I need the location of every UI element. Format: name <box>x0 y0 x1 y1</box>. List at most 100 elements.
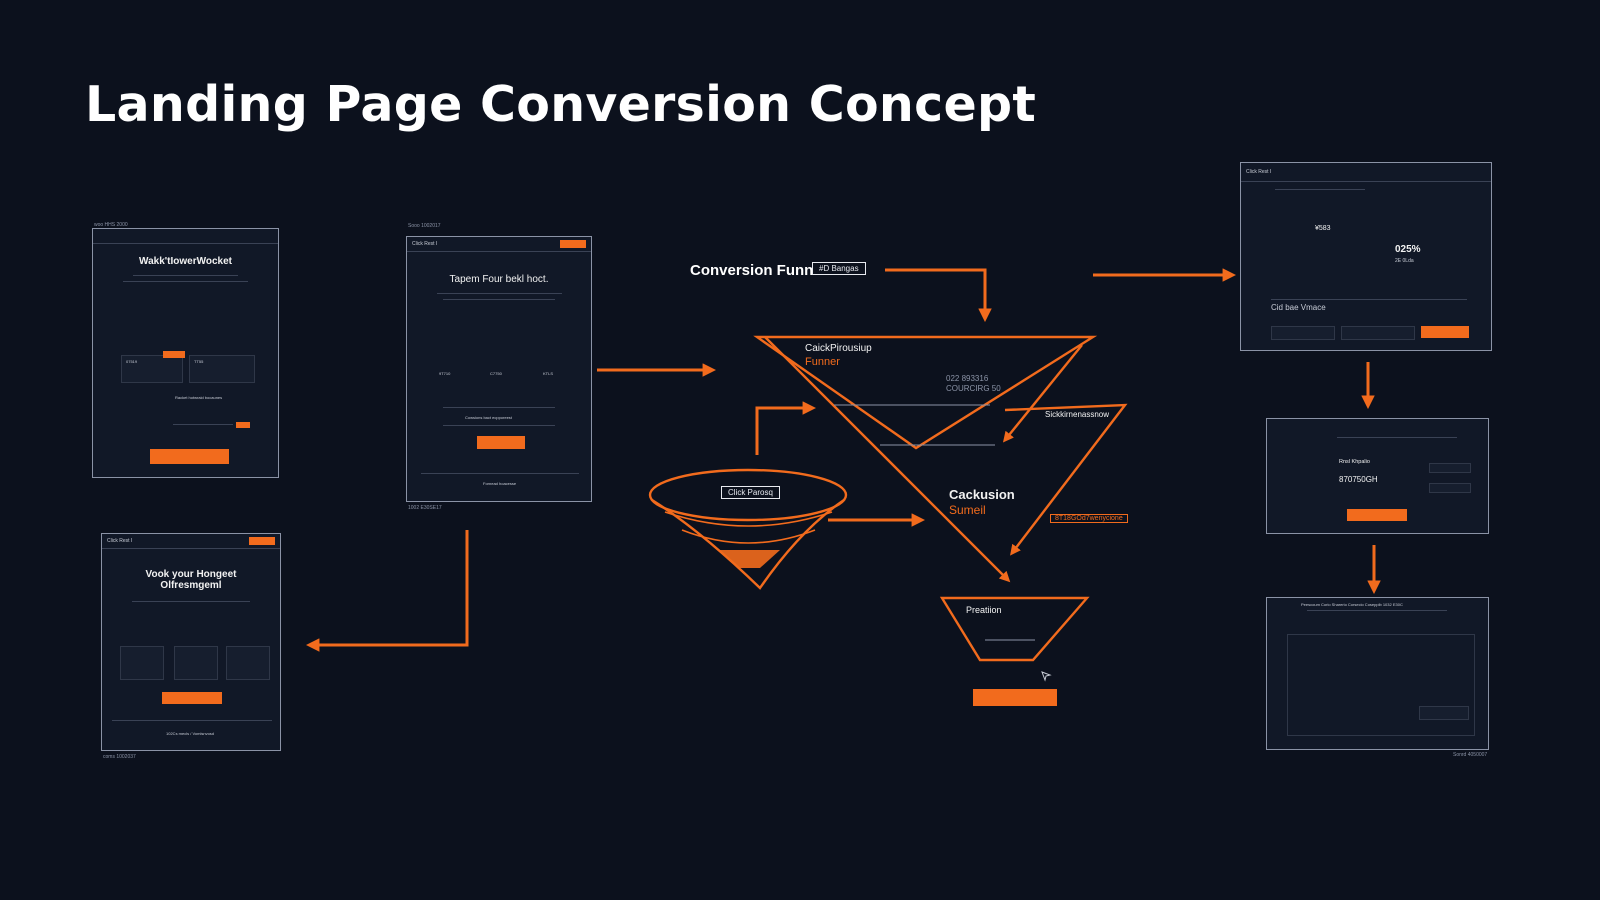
bowl-rim <box>648 468 848 522</box>
w6-graph-frame <box>1287 634 1475 736</box>
w1-tag: woo HHS 2000 <box>94 222 128 228</box>
w2-footer: Fornead hoacesse <box>483 481 517 486</box>
w3-brand: Click Rest I <box>107 538 133 544</box>
w1-badge <box>163 351 185 358</box>
w4-input-1[interactable] <box>1271 326 1335 340</box>
w2-brand: Click Rest I <box>412 241 438 247</box>
wireframe-checkout-step: Rnsl Khpalio 870750GH <box>1266 418 1489 534</box>
arrow-bowl-loop <box>755 401 817 455</box>
funnel-bottom-trapezoid <box>939 596 1090 662</box>
bowl-ring-2 <box>681 529 816 544</box>
funnel-stat-2: COURCIRG 50 <box>946 384 1001 393</box>
w2-nav-bar: Click Rest I <box>407 237 591 252</box>
w3-headline-1: Vook your Hongeet <box>145 569 237 580</box>
funnel-stat-1: 022 893316 <box>946 374 989 383</box>
wireframe-signup-page: Click Rest I Vook your Hongeet Olfresmge… <box>101 533 281 751</box>
w3-feature-card-1 <box>120 646 164 680</box>
w2-divider-bottom <box>443 425 555 426</box>
w5-field-1[interactable] <box>1429 463 1471 473</box>
w1-stat-card-a: 07519 <box>121 355 183 383</box>
w3-footer: 102Cs mecls / Vomlsnvosd <box>166 731 215 736</box>
wireframe-product-page: Wakk'tIowerWocket 07519 TT55 Racket hotw… <box>92 228 279 478</box>
w6-caption: Sonrd 4050007 <box>1453 752 1488 758</box>
w4-nav-bar: Click Rest I <box>1241 163 1491 182</box>
funnel-main-title-2: Funner <box>805 356 840 368</box>
arrow-to-signup-page <box>305 530 469 652</box>
funnel-top-triangle <box>753 335 1098 450</box>
w3-feature-card-2 <box>174 646 218 680</box>
w2-subline-1 <box>437 293 562 294</box>
w6-subline <box>1307 610 1447 611</box>
funnel-diagonal <box>764 336 1011 583</box>
w2-footer-line <box>421 473 579 474</box>
w6-legend-button[interactable] <box>1419 706 1469 720</box>
w5-subline <box>1337 437 1457 438</box>
w1-stat-b: TT55 <box>194 359 204 364</box>
w3-footer-line <box>112 720 272 721</box>
w2-headline: Tapem Four bekl hoct. <box>449 274 549 285</box>
flow-arrows <box>305 268 1381 652</box>
w2-divider-top <box>443 407 555 408</box>
funnel-label: Conversion Funnel <box>690 262 826 279</box>
w2-item-3: KTLS <box>543 371 554 376</box>
w1-headline: Wakk'tIowerWocket <box>139 256 232 267</box>
w4-stat-sub: 2E 0Lda <box>1395 258 1414 264</box>
w1-small-button[interactable] <box>236 422 250 428</box>
w1-nav-bar <box>93 229 278 244</box>
w3-headline-2: Olfresmgeml <box>160 580 222 591</box>
w6-heading: Peescoum Corio Sharerio Corsecio Coseppl… <box>1301 602 1403 607</box>
bowl-label[interactable]: Click Parosq <box>721 486 780 499</box>
w5-title: Rnsl Khpalio <box>1339 459 1370 465</box>
bowl-ring-1 <box>664 511 833 527</box>
w3-feature-card-3 <box>226 646 270 680</box>
funnel-mid-tag: 8T18GOd7wenycione <box>1050 514 1128 523</box>
w3-nav-bar: Click Rest I <box>102 534 280 549</box>
w5-cta-button[interactable] <box>1347 509 1407 521</box>
funnel-side-label: Sickkirnenassnow <box>1045 410 1110 419</box>
page-title: Landing Page Conversion Concept <box>85 76 1037 133</box>
w1-stat-a: 07519 <box>126 359 138 364</box>
w1-subline-2 <box>123 281 248 282</box>
w5-number: 870750GH <box>1339 475 1378 484</box>
w4-divider <box>1271 299 1467 300</box>
w2-cta-button[interactable] <box>477 436 525 449</box>
w2-bottom-caption: 1002 E30SE17 <box>408 505 442 511</box>
w2-subline-2 <box>443 299 555 300</box>
wireframe-features-page: Click Rest I Tapem Four bekl hoct. 9T710… <box>406 236 592 502</box>
funnel-mid-title-2: Sumeil <box>949 503 986 517</box>
w4-input-2[interactable] <box>1341 326 1415 340</box>
w3-subline <box>132 601 250 602</box>
w1-stat-card-b: TT55 <box>189 355 255 383</box>
funnel-cta-button[interactable] <box>973 689 1057 706</box>
arrow-into-funnel <box>885 268 992 323</box>
w1-subline-1 <box>133 275 238 276</box>
funnel-mid-title-1: Cackusion <box>949 487 1015 502</box>
w3-nav-button[interactable] <box>249 537 275 545</box>
bowl-funnel <box>648 468 848 590</box>
w4-label: Cid bae Vmace <box>1271 303 1326 312</box>
wireframe-analytics: Peescoum Corio Sharerio Corsecio Coseppl… <box>1266 597 1489 750</box>
w1-note: Racket hotwraid bocaunes <box>175 395 223 400</box>
w3-cta-button[interactable] <box>162 692 222 704</box>
bowl-fill <box>718 550 780 568</box>
funnel-inner-arrow <box>1002 344 1083 443</box>
w2-item-2: C7750 <box>490 371 502 376</box>
w4-brand: Click Rest I <box>1246 169 1272 175</box>
funnel-tag: #D Bangas <box>812 262 866 275</box>
w4-stat: 025% <box>1395 244 1421 255</box>
w3-caption: coms 1002037 <box>103 754 136 760</box>
w2-item-1: 9T710 <box>439 371 451 376</box>
funnel-side-wedge <box>1004 403 1128 556</box>
w5-field-2[interactable] <box>1429 483 1471 493</box>
w1-copy-line <box>173 424 233 425</box>
w4-price: ¥583 <box>1315 225 1331 232</box>
main-funnel <box>753 335 1128 662</box>
funnel-main-title-1: CaickPirousiup <box>805 343 872 354</box>
w4-submit-button[interactable] <box>1421 326 1469 338</box>
w2-divider-label: Cowsions bact ecpporeest <box>465 415 512 420</box>
w2-nav-button[interactable] <box>560 240 586 248</box>
bowl-body <box>651 498 845 590</box>
wireframe-dashboard: Click Rest I ¥583 025% 2E 0Lda Cid bae V… <box>1240 162 1492 351</box>
w1-cta-button[interactable] <box>150 449 229 464</box>
